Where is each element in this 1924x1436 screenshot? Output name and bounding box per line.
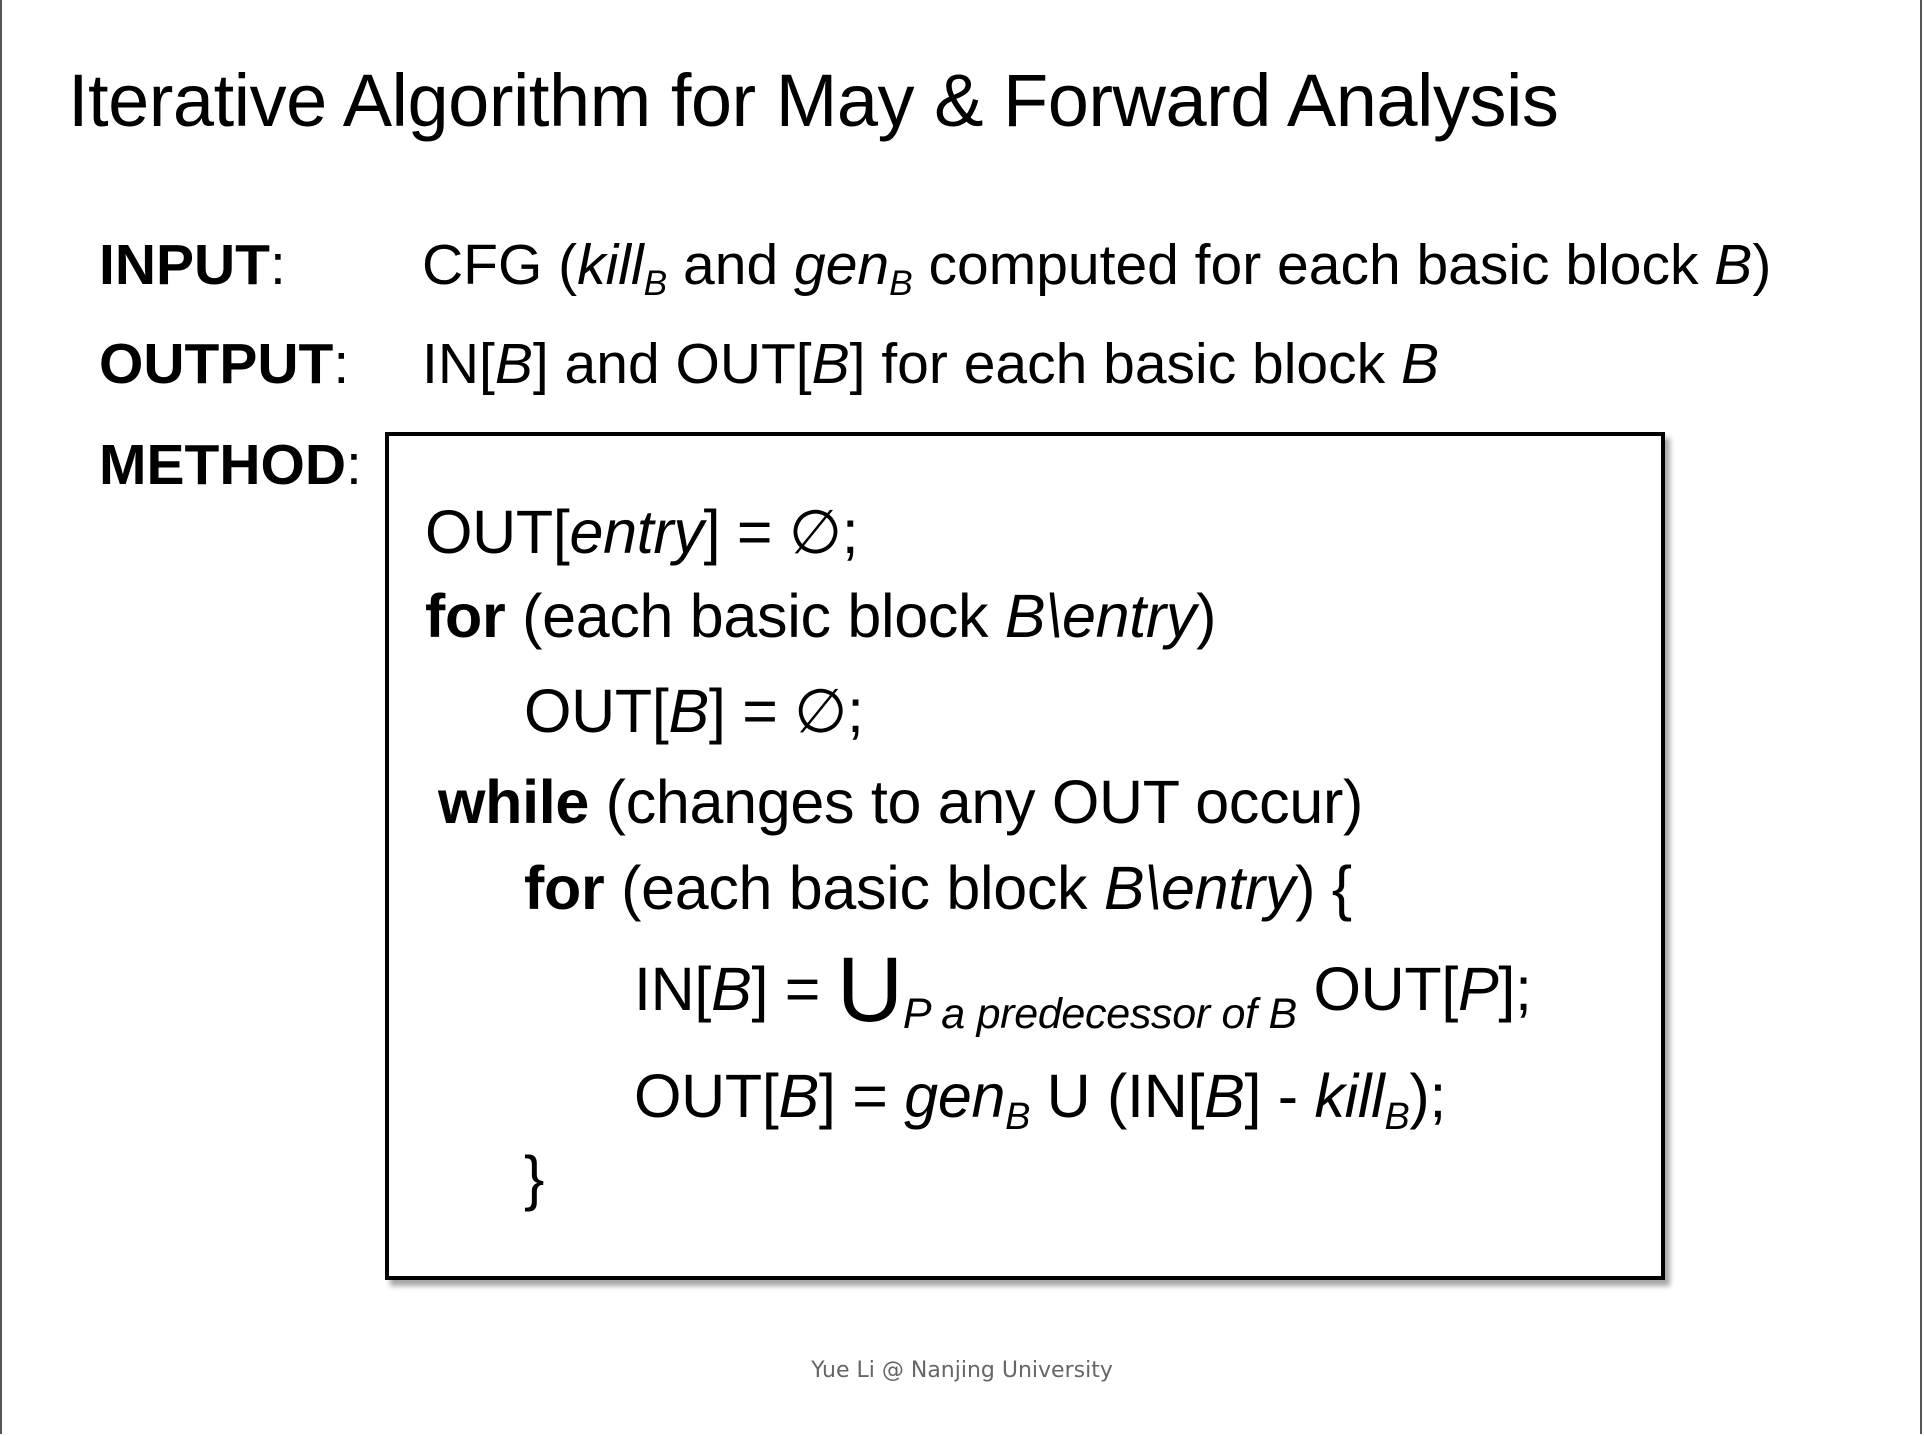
code-line-close-brace: } [524, 1144, 545, 1212]
slide-title: Iterative Algorithm for May & Forward An… [68, 59, 1559, 142]
code-line-init-entry: OUT[entry] = ∅; [425, 498, 859, 566]
code-line-while: while (changes to any OUT occur) [438, 768, 1363, 836]
code-line-in-equation: IN[B] = UP a predecessor of B OUT[P]; [634, 939, 1532, 1042]
method-box [385, 432, 1665, 1280]
code-line-out-equation: OUT[B] = genB U (IN[B] - killB); [634, 1062, 1447, 1139]
code-line-for-loop: for (each basic block B\entry) { [524, 854, 1352, 922]
code-line-for-init: for (each basic block B\entry) [425, 582, 1217, 650]
code-line-init-block: OUT[B] = ∅; [524, 677, 864, 745]
output-label: OUTPUT: [99, 332, 350, 396]
output-description: IN[B] and OUT[B] for each basic block B [422, 332, 1439, 396]
footer-credit: Yue Li @ Nanjing University [811, 1358, 1113, 1383]
input-label: INPUT: [99, 233, 286, 297]
method-label: METHOD: [99, 433, 362, 497]
union-symbol: U [836, 939, 903, 1042]
input-description: CFG (killB and genB computed for each ba… [422, 233, 1772, 304]
